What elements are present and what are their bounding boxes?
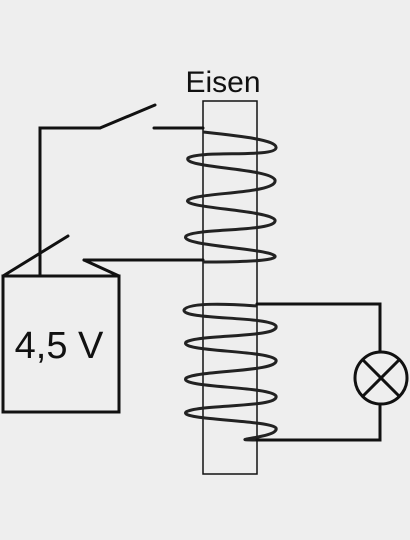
lamp-icon [353,350,409,406]
battery-label: 4,5 V [15,325,104,367]
primary-coil [184,130,278,264]
battery-terminal-left [1,234,70,278]
battery [1,274,121,414]
switch-top-wire [38,126,102,278]
primary-circuit [1,103,205,414]
secondary-wire-bottom [255,404,382,442]
secondary-wire-top [255,302,382,354]
battery-terminal-right [82,258,121,278]
secondary-coil [182,302,278,442]
switch-icon [98,103,157,130]
secondary-circuit [255,302,382,442]
core-label: Eisen [185,66,260,99]
iron-core [202,100,258,475]
